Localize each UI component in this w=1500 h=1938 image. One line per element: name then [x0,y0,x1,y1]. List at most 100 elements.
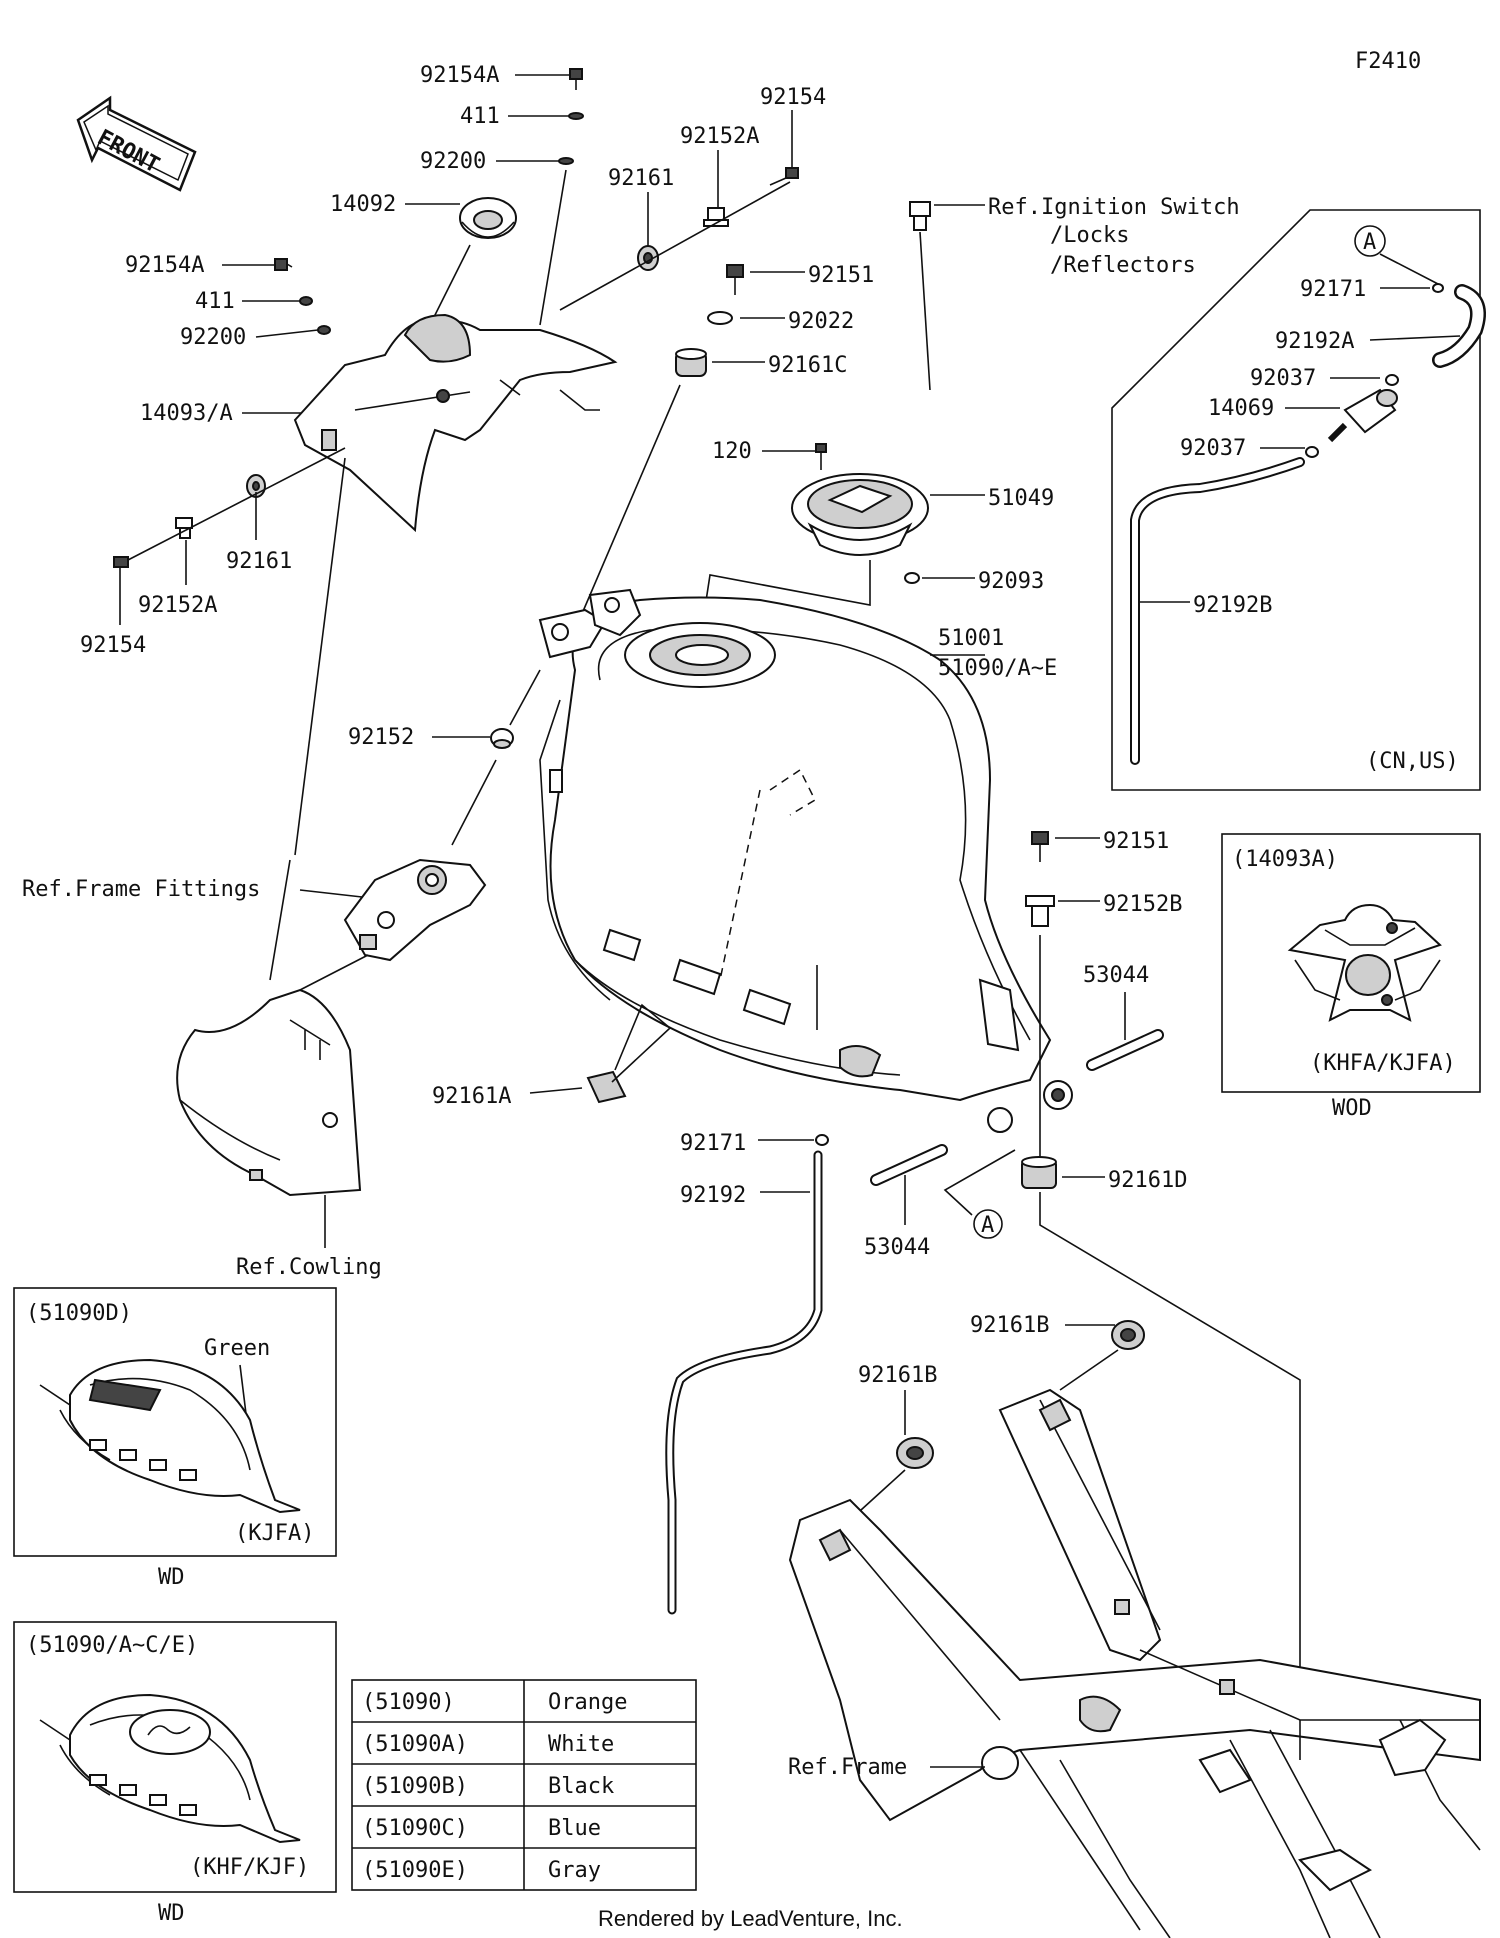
inset-51090d-title: (51090D) [26,1301,132,1326]
label-92161b-right: 92161B [970,1313,1049,1338]
table-row-code: (51090E) [362,1858,468,1883]
label-92152a-top: 92152A [680,124,759,149]
label-cn-us: (CN,US) [1366,749,1459,774]
washer-411-left [299,296,313,306]
label-92154-top: 92154 [760,85,826,110]
label-92037-a: 92037 [1250,366,1316,391]
label-92161d: 92161D [1108,1168,1187,1193]
bolt-ref-ignition [909,201,931,231]
label-92161-top: 92161 [608,166,674,191]
label-92171-mid: 92171 [680,1131,746,1156]
table-row-color: Blue [548,1816,601,1841]
label-51001: 51001 [938,626,1004,651]
inset-51090ace-caption: WD [158,1901,185,1926]
label-14093a: 14093/A [140,401,233,426]
inset-51090ace-tank [39,1693,301,1844]
label-92152a-left: 92152A [138,593,217,618]
fuel-tank-51001 [538,588,1073,1133]
table-row-code: (51090) [362,1690,455,1715]
cn-us-kit-box [1111,209,1481,791]
label-ref-frame-fittings: Ref.Frame Fittings [22,877,260,902]
label-92151-top: 92151 [808,263,874,288]
callout-a: A [981,1213,994,1238]
inset-14093a-box [1221,833,1481,1093]
callout-a-box: A [1363,230,1376,255]
label-51090: 51090/A~E [938,656,1057,681]
label-92151-right: 92151 [1103,829,1169,854]
label-ref-cowling: Ref.Cowling [236,1255,382,1280]
label-92154a-left: 92154A [125,253,204,278]
label-92154-left: 92154 [80,633,146,658]
label-51049: 51049 [988,486,1054,511]
label-411-top: 411 [460,104,500,129]
label-92161a: 92161A [432,1084,511,1109]
label-14092: 14092 [330,192,396,217]
label-92192b: 92192B [1193,593,1272,618]
damper-92161a [586,1070,627,1104]
label-92037-b: 92037 [1180,436,1246,461]
inset-14093a-caption: WOD [1332,1096,1372,1121]
inset-51090d-box [13,1287,337,1557]
spacer-53044-bottom [870,1144,948,1186]
label-92192: 92192 [680,1183,746,1208]
label-92200-left: 92200 [180,325,246,350]
label-92154a-top: 92154A [420,63,499,88]
label-53044-bottom: 53044 [864,1235,930,1260]
inset-51090d-variant: (KJFA) [235,1521,314,1546]
color-table: (51090) Orange (51090A) White (51090B) B… [351,1679,697,1891]
inset-51090ace-variant: (KHF/KJF) [190,1855,309,1880]
inset-14093a-cover [1287,903,1442,1022]
fuel-cap-51049 [791,473,929,556]
nut-92200-left [317,325,331,335]
table-row-color: White [548,1732,614,1757]
label-ref-locks: /Locks [1050,223,1129,248]
clamp-92037-b [1305,446,1319,458]
collar-92152b [1025,895,1055,927]
damper-92161d [1021,1156,1057,1189]
label-92152b: 92152B [1103,892,1182,917]
clamp-92171-mid [815,1134,829,1146]
label-92022: 92022 [788,309,854,334]
inset-14093a-title: (14093A) [1232,847,1338,872]
front-arrow-icon: FRONT [76,95,197,192]
label-92161b-left: 92161B [858,1363,937,1388]
filter-14069 [1327,388,1398,443]
label-92200-top: 92200 [420,149,486,174]
label-ref-ignition: Ref.Ignition Switch [988,195,1240,220]
label-92152: 92152 [348,725,414,750]
inset-14093a-variant: (KHFA/KJFA) [1310,1051,1456,1076]
damper-92161-left [246,474,266,498]
washer-92093 [904,572,920,584]
label-92171-box: 92171 [1300,277,1366,302]
label-53044-right: 53044 [1083,963,1149,988]
grommet-92152 [490,728,514,749]
inset-51090d-tank [39,1358,301,1514]
inset-51090d-caption: WD [158,1565,185,1590]
cowling-panel [176,988,362,1197]
screw-120 [815,443,827,470]
inset-51090d-color: Green [204,1336,270,1361]
label-92161-left: 92161 [226,549,292,574]
washer-92022 [707,311,733,325]
rendered-by-credit: Rendered by LeadVenture, Inc. [598,1906,903,1931]
label-14069: 14069 [1208,396,1274,421]
clamp-92171-box [1432,283,1444,293]
table-row-color: Gray [548,1858,601,1883]
label-120: 120 [712,439,752,464]
callout-a-circle [973,1209,1003,1239]
damper-92161c [675,348,707,377]
label-ref-reflectors: /Reflectors [1050,253,1196,278]
inset-51090ace-box [13,1621,337,1893]
callout-a-box-circle [1354,225,1386,257]
table-row-color: Black [548,1774,614,1799]
table-row-code: (51090B) [362,1774,468,1799]
bolt-92154a-top [569,68,583,90]
damper-92161b-right [1111,1320,1145,1350]
damper-92161b-left [896,1437,934,1469]
label-92093: 92093 [978,569,1044,594]
cover-14093-a [293,313,618,533]
bolt-92151-top [726,264,744,295]
inset-51090ace-title: (51090/A~C/E) [26,1633,198,1658]
washer-411-top [568,112,584,120]
